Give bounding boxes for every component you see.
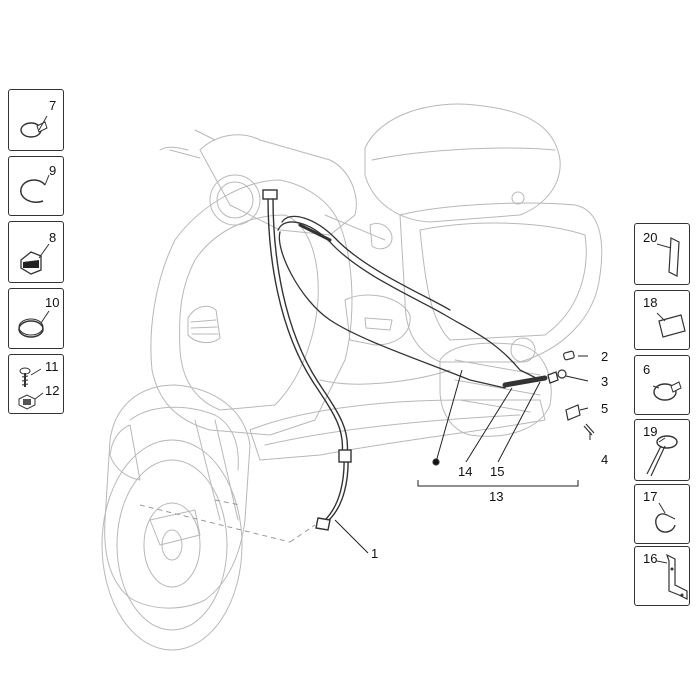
thumb-part-11-12: 11 12: [8, 354, 64, 414]
thumb-part-6: 6: [634, 355, 690, 415]
callout-15: 15: [490, 464, 505, 479]
thumb-number: 6: [643, 362, 651, 377]
thumb-number: 16: [643, 551, 658, 566]
thumb-part-9: 9: [8, 156, 64, 216]
hose-clamp-icon: [652, 381, 682, 401]
thumb-number: 17: [643, 489, 658, 504]
thumb-part-19: 19: [634, 419, 690, 481]
callout-5: 5: [601, 401, 609, 416]
thumb-part-10: 10: [8, 288, 64, 349]
callout-3: 3: [601, 374, 609, 389]
callout-14: 14: [458, 464, 473, 479]
cable-tie-icon: [646, 435, 678, 477]
thumb-number: 11: [45, 359, 59, 374]
bracket-icon: [656, 553, 688, 600]
thumb-number: 18: [643, 295, 658, 310]
open-clip-icon: [20, 174, 50, 203]
thumb-number: 9: [49, 163, 57, 178]
adhesive-plate-icon: [656, 312, 686, 338]
thumb-part-18: 18: [634, 290, 690, 350]
hose-clamp-icon: [20, 115, 48, 138]
thumb-part-7: 7: [8, 89, 64, 151]
screw-and-nut-icon: [18, 367, 44, 410]
thumb-number: 10: [45, 295, 60, 310]
thumb-part-17: 17: [634, 484, 690, 544]
thumb-part-16: 16: [634, 546, 690, 606]
thumb-number: 20: [643, 230, 658, 245]
band-clamp-icon: [18, 310, 50, 338]
thumb-number: 7: [49, 98, 57, 113]
callout-1: 1: [371, 546, 379, 561]
callout-4: 4: [601, 452, 609, 467]
thumb-number: 8: [49, 230, 57, 245]
callout-2: 2: [601, 349, 609, 364]
open-clip-icon: [655, 502, 676, 533]
thumb-part-8: 8: [8, 221, 64, 283]
cable-guide-icon: [20, 243, 50, 275]
pad-strip-icon: [656, 237, 680, 277]
callout-13: 13: [489, 489, 504, 504]
thumb-number-secondary: 12: [45, 383, 60, 398]
thumb-number: 19: [643, 424, 658, 439]
thumb-part-20: 20: [634, 223, 690, 285]
